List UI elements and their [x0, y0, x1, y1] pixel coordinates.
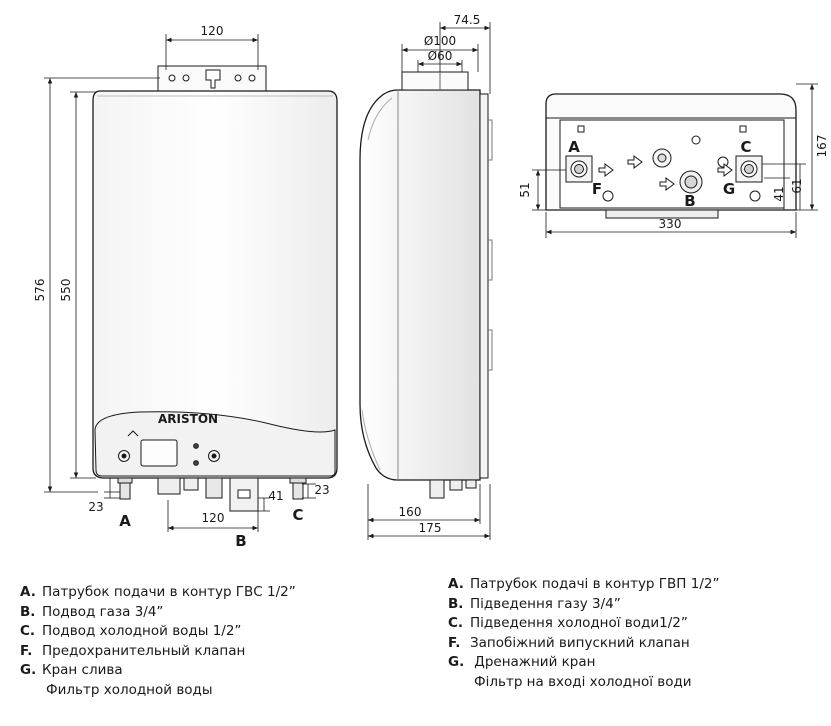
- dim-width: 330: [659, 217, 682, 231]
- dim-top-width: 120: [201, 24, 224, 38]
- legend-text: Дренажний кран: [470, 654, 596, 670]
- legend-text: Фильтр холодной воды: [46, 681, 213, 698]
- legend-text: Подвод газа 3/4”: [42, 603, 164, 620]
- heater-body: [92, 90, 338, 479]
- legend-key: A.: [448, 576, 464, 592]
- legend-key: G.: [20, 662, 37, 678]
- legend-ru-row: A. Патрубок подачи в контур ГВС 1/2”: [20, 583, 296, 603]
- legend-key: F.: [20, 642, 33, 659]
- dim-offset: 74.5: [454, 13, 481, 27]
- dim-body-height: 550: [59, 279, 73, 302]
- dim-total-height: 576: [33, 279, 47, 302]
- legend-ru-row: F. Предохранительный клапан: [20, 642, 296, 662]
- legend-text: Подвод холодной воды 1/2”: [42, 623, 242, 639]
- front-view-dim-labels: 120 576 550 23 120 41 23 ARISTON A B C: [33, 24, 330, 550]
- legend-text: Кран слива: [42, 662, 123, 678]
- dim-right-41: 41: [772, 186, 786, 201]
- dim-total-depth: 175: [419, 521, 442, 535]
- fitting-c: [289, 477, 307, 484]
- legend-text: Предохранительный клапан: [42, 642, 246, 659]
- legend-key: F.: [448, 634, 461, 651]
- legend-key: C.: [448, 615, 464, 631]
- legend-ua-row: Фільтр на вході холодної води: [448, 673, 719, 693]
- side-view-dim-labels: 74.5 Ø100 Ø60 160 175: [399, 13, 481, 535]
- legend-text: Патрубок подачи в контур ГВС 1/2”: [42, 584, 296, 600]
- legend-ru-row: B. Подвод газа 3/4”: [20, 603, 296, 623]
- legend-russian: A. Патрубок подачи в контур ГВС 1/2” B. По…: [20, 583, 296, 700]
- legend-ua-row: G. Дренажний кран: [448, 653, 719, 673]
- dim-depth: 160: [399, 505, 422, 519]
- label-g-bottom: G: [723, 180, 735, 198]
- legend-text: Патрубок подачі в контур ГВП 1/2”: [470, 576, 720, 592]
- legend-ua-row: B. Підведення газу 3/4”: [448, 595, 719, 615]
- bottom-view: [545, 93, 797, 219]
- brand-logo: ARISTON: [158, 412, 218, 426]
- legend-ru-row: Фильтр холодной воды: [20, 681, 296, 701]
- label-c-bottom: C: [740, 138, 751, 156]
- legend-key: B.: [448, 595, 464, 612]
- bottom-view-dimensions: [532, 83, 818, 238]
- legend-key: B.: [20, 603, 36, 620]
- dim-right-bottom: 23: [314, 483, 329, 497]
- dim-left-height: 51: [518, 182, 532, 197]
- front-view: [92, 65, 338, 512]
- dim-right-offset: 41: [268, 489, 283, 503]
- dim-height: 167: [815, 135, 829, 158]
- side-view: [359, 71, 493, 499]
- legend-text: Підведення холодної води1/2”: [470, 615, 688, 631]
- label-a-front: A: [119, 512, 131, 530]
- legend-text: Підведення газу 3/4”: [470, 595, 621, 612]
- label-c-front: C: [292, 506, 303, 524]
- dim-diameter-outer: Ø100: [424, 34, 456, 48]
- label-b-front: B: [235, 532, 246, 550]
- side-view-dimensions: [367, 22, 491, 540]
- label-a-bottom: A: [568, 138, 580, 156]
- fitting-a: [117, 477, 133, 484]
- side-body: [359, 89, 481, 481]
- technical-drawing: 120 576 550 23 120 41 23 ARISTON A B C: [33, 13, 829, 550]
- legend-ru-row: G. Кран слива: [20, 661, 296, 681]
- label-b-bottom: B: [684, 192, 695, 210]
- label-f-bottom: F: [592, 180, 602, 198]
- legend-ua-row: F. Запобіжний випускний клапан: [448, 634, 719, 654]
- legend-key: G.: [448, 654, 465, 670]
- legend-text: Фільтр на вході холодної води: [474, 673, 692, 690]
- dim-left-offset: 23: [88, 500, 103, 514]
- dim-right-61: 61: [790, 178, 804, 193]
- legend-key: C.: [20, 623, 36, 639]
- bottom-view-dim-labels: 330 167 51 41 61 A C F G B: [518, 135, 829, 231]
- legend-ukrainian: A. Патрубок подачі в контур ГВП 1/2” B. Пі…: [448, 575, 719, 692]
- dim-bottom-width: 120: [202, 511, 225, 525]
- legend-ua-row: A. Патрубок подачі в контур ГВП 1/2”: [448, 575, 719, 595]
- legend-ru-row: C. Подвод холодной воды 1/2”: [20, 622, 296, 642]
- legend-key: A.: [20, 584, 36, 600]
- dim-diameter-inner: Ø60: [428, 49, 453, 63]
- front-view-dimensions: [44, 34, 316, 532]
- legend-ua-row: C. Підведення холодної води1/2”: [448, 614, 719, 634]
- legend-text: Запобіжний випускний клапан: [470, 634, 690, 651]
